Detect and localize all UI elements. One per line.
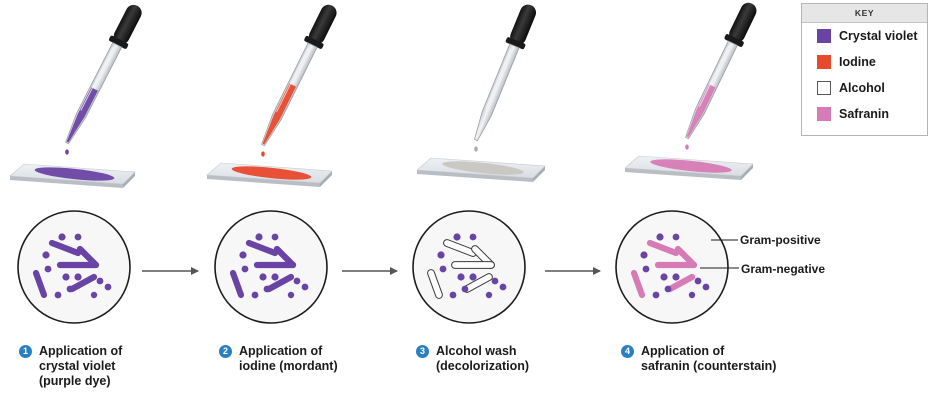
key-label: Iodine	[839, 55, 876, 69]
key-label: Safranin	[839, 107, 890, 121]
step-text: Alcohol wash(decolorization)	[436, 344, 606, 374]
bacteria-view-2	[214, 210, 328, 324]
gram-positive-label: Gram-positive	[740, 233, 821, 247]
key-swatch	[817, 81, 831, 95]
key-swatch	[817, 29, 831, 43]
key-label: Alcohol	[839, 81, 885, 95]
step-text-line: iodine (mordant)	[239, 359, 338, 373]
bacteria-view-3	[412, 210, 526, 324]
step-number-icon: 4	[621, 345, 634, 358]
gram-negative-label: Gram-negative	[741, 262, 826, 276]
slide-icon	[416, 157, 546, 182]
step-number-icon: 2	[219, 345, 232, 358]
step-text-line: (purple dye)	[39, 374, 111, 388]
key-swatch	[817, 107, 831, 121]
key-swatch	[817, 55, 831, 69]
step-text-line: (decolorization)	[436, 359, 530, 373]
step-text-line: safranin (counterstain)	[641, 359, 777, 373]
step-text-line: Alcohol wash	[436, 344, 517, 358]
step-number-icon: 1	[19, 345, 32, 358]
step-text-line: crystal violet	[39, 359, 116, 373]
step-text-line: Application of	[239, 344, 323, 358]
slide-icon	[624, 155, 754, 180]
slide-icon	[206, 162, 333, 187]
slide-icon	[9, 163, 136, 188]
key-header: KEY	[802, 4, 927, 23]
step-text-line: Application of	[39, 344, 123, 358]
dropper-icon	[261, 4, 337, 157]
bacteria-view-1	[17, 210, 131, 324]
step-text-line: Application of	[641, 344, 725, 358]
bacteria-view-4	[615, 210, 729, 324]
dropper-icon	[685, 2, 757, 150]
key-label: Crystal violet	[839, 29, 918, 43]
dropper-icon	[474, 4, 537, 152]
dropper-icon	[65, 4, 142, 155]
step-number-icon: 3	[416, 345, 429, 358]
